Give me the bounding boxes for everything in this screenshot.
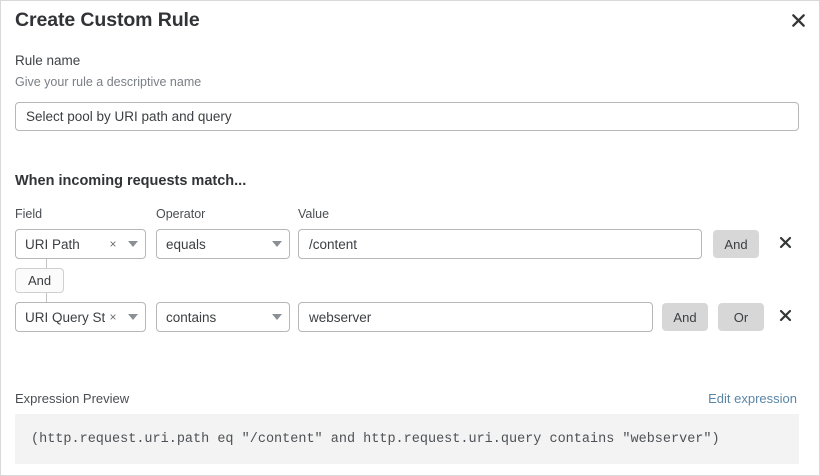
chevron-down-icon[interactable] [265,241,289,247]
field-select-value-1: URI Query St... [25,309,105,325]
close-dialog-button[interactable] [785,7,811,33]
chevron-down-icon[interactable] [121,241,145,247]
column-header-field: Field [15,207,43,221]
add-and-condition-button-0[interactable]: And [713,230,759,258]
connector-line-top [46,259,47,268]
field-select-value-0: URI Path [25,236,80,252]
column-header-operator: Operator [156,207,206,221]
condition-row: URI Query St... × contains And Or [1,302,819,332]
add-and-condition-button-1[interactable]: And [662,303,708,331]
chevron-down-icon[interactable] [265,314,289,320]
connector-logic-label[interactable]: And [15,268,65,293]
value-input-0[interactable] [298,229,702,259]
field-select-1[interactable]: URI Query St... × [15,302,146,332]
page-title: Create Custom Rule [15,9,200,31]
match-section-heading: When incoming requests match... [15,173,247,189]
add-or-condition-button-1[interactable]: Or [718,303,764,331]
close-icon [779,309,792,325]
value-input-1[interactable] [298,302,653,332]
operator-select-0[interactable]: equals [156,229,290,259]
remove-condition-button-1[interactable] [775,302,795,332]
close-icon [791,13,806,28]
remove-condition-button-0[interactable] [775,229,795,259]
column-header-value: Value [298,207,330,221]
clear-icon[interactable]: × [109,237,117,251]
connector-line-bottom [46,293,47,302]
rule-name-label: Rule name [15,53,81,68]
close-icon [779,236,792,252]
field-select-0[interactable]: URI Path × [15,229,146,259]
operator-select-value-1: contains [166,309,217,325]
expression-preview-code: (http.request.uri.path eq "/content" and… [15,414,799,464]
chevron-down-icon[interactable] [121,314,145,320]
condition-row: URI Path × equals And [1,229,819,259]
edit-expression-link[interactable]: Edit expression [708,391,797,406]
operator-select-1[interactable]: contains [156,302,290,332]
operator-select-value-0: equals [166,236,206,252]
clear-icon[interactable]: × [109,310,117,324]
rule-name-input[interactable] [15,102,799,131]
rule-name-hint: Give your rule a descriptive name [15,75,202,89]
expression-preview-label: Expression Preview [15,391,130,406]
